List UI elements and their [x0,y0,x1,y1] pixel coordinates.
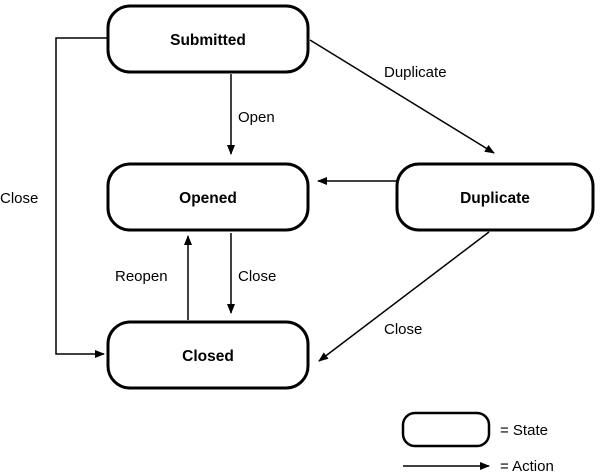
state-submitted-label: Submitted [170,32,246,49]
action-label-close-middle: Close [238,268,276,285]
state-submitted-box [106,4,310,74]
edge-submitted-to-duplicate [309,39,495,154]
legend-action-label: = Action [500,458,554,474]
legend: = State = Action [401,411,554,474]
action-label-close-left: Close [0,190,38,207]
state-opened-box [106,162,310,232]
state-submitted: Submitted [106,4,310,74]
legend-state-label: = State [500,422,548,439]
state-opened-label: Opened [179,190,237,207]
state-closed: Closed [106,320,310,390]
edge-duplicate-to-closed [318,231,490,362]
state-duplicate-box [395,162,595,232]
state-opened: Opened [106,162,310,232]
state-duplicate-label: Duplicate [460,190,530,207]
action-label-duplicate: Duplicate [384,64,447,81]
edge-submitted-to-closed [55,37,108,358]
state-closed-box [106,320,310,390]
action-label-close-right: Close [384,321,422,338]
legend-state-swatch [401,411,491,448]
edges [55,37,495,362]
state-duplicate: Duplicate [395,162,595,232]
action-label-open: Open [238,109,275,126]
action-label-reopen: Reopen [115,268,168,285]
state-closed-label: Closed [182,348,234,365]
